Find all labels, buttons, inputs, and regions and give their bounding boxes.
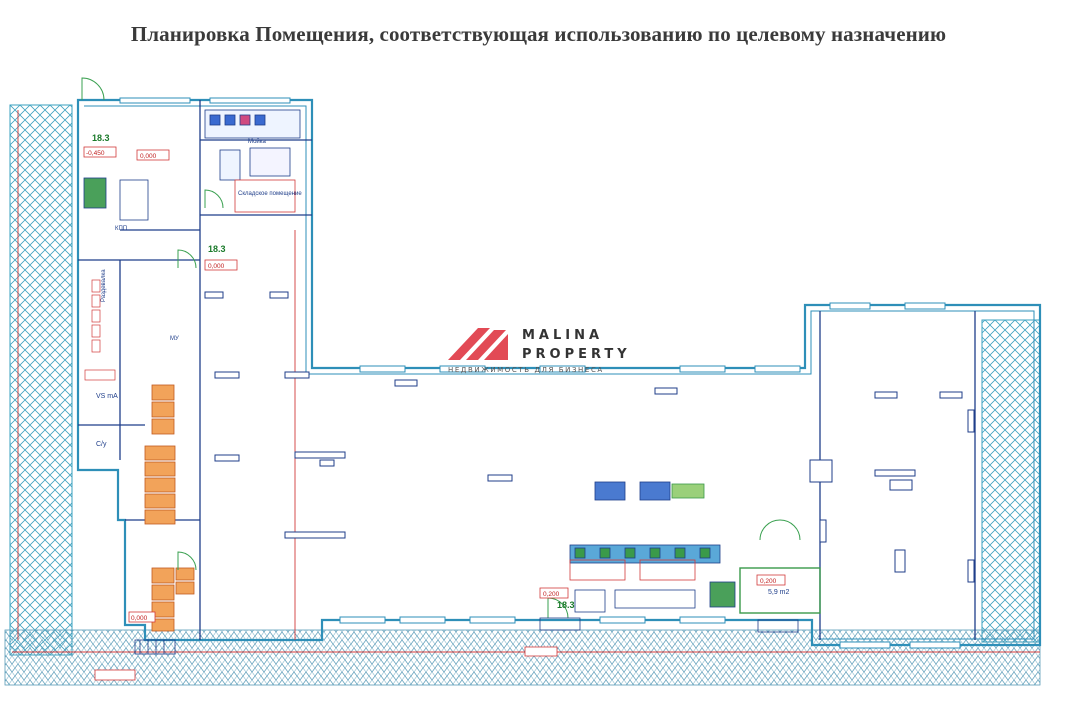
zone-tag-3: 18.3 xyxy=(557,600,575,610)
room-label-area: 5,9 m2 xyxy=(768,589,790,596)
level-label-3: 0,000 xyxy=(131,615,148,622)
level-label-5: 0,200 xyxy=(760,578,777,585)
doors xyxy=(81,77,801,619)
room-label-wc: С/у xyxy=(96,441,107,448)
bottom-sidewalk xyxy=(4,629,1041,686)
plan-title: Планировка Помещения, соответствующая ис… xyxy=(130,22,947,46)
entrance-stairs xyxy=(134,617,799,655)
room-label-wash: Мойка xyxy=(248,138,267,145)
level-label-4: 0,200 xyxy=(543,591,560,598)
logo-text-malina: MALINA xyxy=(522,328,603,343)
room-label-storage: Складское помещение xyxy=(238,191,302,197)
zone-tag-1: 18.3 xyxy=(92,133,110,143)
level-label-1: 0,000 xyxy=(140,153,157,160)
equipment-cluster xyxy=(569,481,821,614)
level-label-2: 0,000 xyxy=(208,263,225,270)
building-walls xyxy=(76,98,1042,647)
logo-text-property: PROPERTY xyxy=(522,347,631,362)
level-boxes xyxy=(83,146,786,681)
columns xyxy=(204,291,975,583)
room-label-dressing: Раздевалка xyxy=(101,269,107,302)
logo-text-tagline: НЕДВИЖИМОСТЬ ДЛЯ БИЗНЕСА xyxy=(448,366,604,374)
room-label-kpp: КПП xyxy=(115,226,127,232)
zone-tag-2: 18.3 xyxy=(208,244,226,254)
malina-property-logo: MALINA PROPERTY НЕДВИЖИМОСТЬ ДЛЯ БИЗНЕСА xyxy=(448,328,631,374)
right-pavement xyxy=(981,319,1041,643)
windows xyxy=(119,97,961,649)
kitchen-equipment xyxy=(83,109,301,221)
room-label-wc2: МУ xyxy=(170,336,179,342)
left-pavement xyxy=(9,104,73,656)
lockers xyxy=(144,384,195,632)
level-label-top-left: -0,450 xyxy=(86,150,105,157)
room-label-area2: VS mA xyxy=(96,393,118,400)
dressing-room-fixtures xyxy=(84,279,116,381)
